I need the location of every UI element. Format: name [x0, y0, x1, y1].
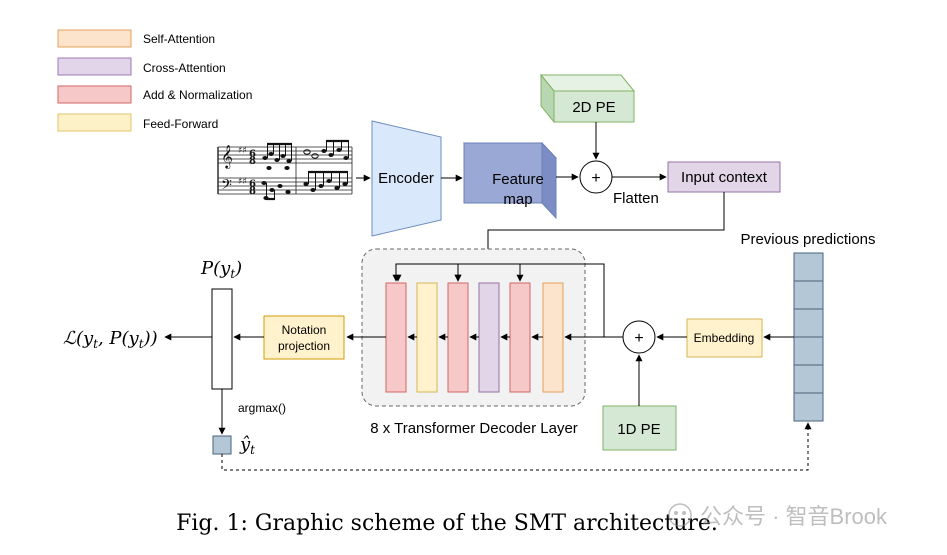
- svg-text:𝄞: 𝄞: [221, 144, 233, 169]
- decoder-addnorm-2: [447, 282, 469, 393]
- svg-text:♯♯: ♯♯: [238, 146, 247, 156]
- argmax-label: argmax(): [238, 401, 286, 415]
- decoder-addnorm-3: [385, 282, 407, 393]
- flatten-label: Flatten: [613, 190, 659, 207]
- decoder-self-attention: [542, 282, 564, 393]
- svg-text:6: 6: [249, 149, 256, 160]
- sum-node-top: +: [579, 160, 613, 194]
- legend-swatch-feed-forward: [57, 113, 132, 132]
- pe2d-label: 2D PE: [572, 99, 615, 116]
- decoder-layer-group: 8 x Transformer Decoder Layer: [361, 248, 586, 437]
- loss-label: ℒ(yt, P(yt)): [63, 328, 158, 351]
- legend-label-self-attention: Self-Attention: [143, 32, 215, 46]
- arrow-feedback-loop: [221, 422, 812, 471]
- decoder-addnorm-1: [509, 282, 531, 393]
- music-score-image: 𝄞 𝄢 ♯♯ ♯♯ 6 8 6 8: [214, 139, 356, 201]
- previous-predictions-stack: [793, 252, 824, 422]
- input-context-block: Input context: [667, 161, 781, 193]
- svg-text:𝄢: 𝄢: [221, 177, 232, 197]
- decoder-feedforward: [416, 282, 438, 393]
- svg-text:公众号 · 智音Brook: 公众号 · 智音Brook: [700, 504, 888, 529]
- legend-swatch-cross-attention: [57, 57, 132, 76]
- svg-text:+: +: [591, 170, 600, 187]
- feature-map-label-line1: Feature: [492, 171, 544, 188]
- pe2d-block: 2D PE: [539, 73, 636, 124]
- watermark: 公众号 · 智音Brook: [668, 503, 888, 529]
- encoder-block: Encoder: [371, 120, 442, 237]
- svg-text:8: 8: [249, 186, 256, 197]
- sum-node-bottom: +: [622, 320, 656, 354]
- legend-swatch-self-attention: [57, 29, 132, 48]
- probability-vector: [211, 288, 233, 390]
- svg-text:+: +: [634, 330, 643, 347]
- feature-map-block: Feature map: [462, 141, 558, 220]
- decoder-layer-label: 8 x Transformer Decoder Layer: [370, 420, 578, 437]
- legend-swatch-add-norm: [57, 85, 132, 104]
- notation-projection-block: Notation projection: [263, 315, 345, 360]
- embedding-block: Embedding: [686, 318, 763, 358]
- pe1d-block: 1D PE: [602, 405, 677, 451]
- p-yt-label: P(yt): [200, 258, 242, 281]
- legend-label-cross-attention: Cross-Attention: [143, 61, 226, 75]
- legend: Self-Attention Cross-Attention Add & Nor…: [57, 29, 252, 132]
- decoder-cross-attention: [478, 282, 500, 393]
- feature-map-label-line2: map: [503, 191, 532, 208]
- svg-text:♯♯: ♯♯: [238, 177, 247, 187]
- previous-predictions-label: Previous predictions: [740, 231, 875, 248]
- notation-label-line2: projection: [278, 339, 330, 353]
- svg-text:8: 8: [249, 156, 256, 167]
- encoder-label: Encoder: [378, 170, 434, 187]
- yhat-label: ŷt: [239, 434, 255, 457]
- predicted-token: [212, 435, 232, 455]
- wechat-icon: [668, 503, 692, 527]
- notation-label-line1: Notation: [282, 323, 327, 337]
- input-context-label: Input context: [681, 169, 768, 186]
- legend-label-feed-forward: Feed-Forward: [143, 117, 218, 131]
- figure-caption: Fig. 1: Graphic scheme of the SMT archit…: [176, 511, 718, 536]
- pe1d-label: 1D PE: [617, 421, 660, 438]
- svg-text:6: 6: [249, 179, 256, 190]
- embedding-label: Embedding: [694, 331, 755, 345]
- legend-label-add-norm: Add & Normalization: [143, 88, 252, 102]
